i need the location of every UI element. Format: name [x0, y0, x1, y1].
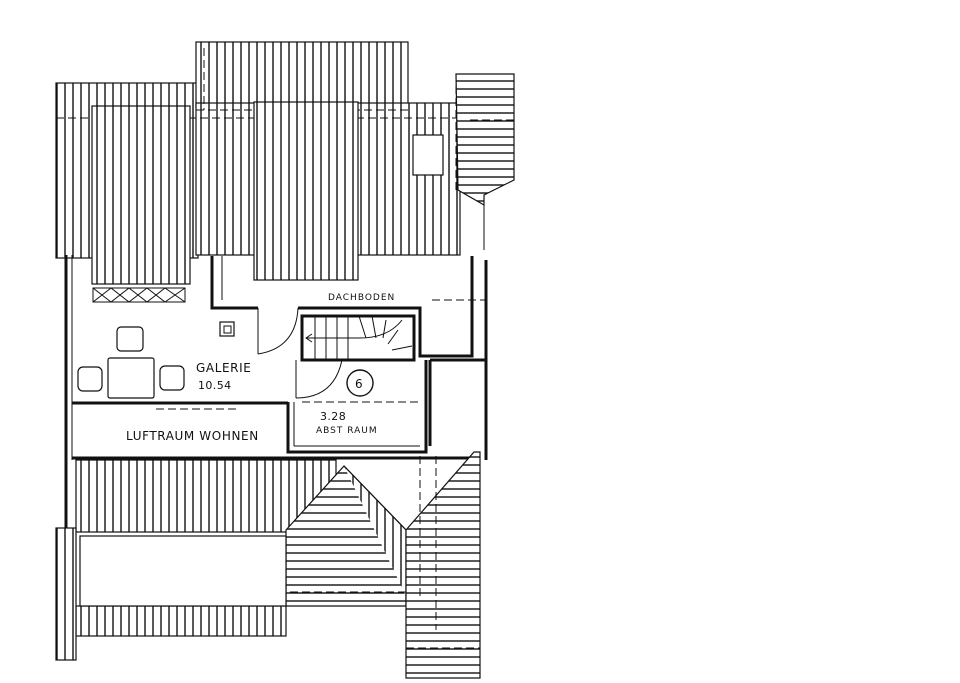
galerie-area: 10.54 — [198, 379, 232, 392]
stair-marker-number: 6 — [355, 377, 363, 391]
radiator-icon — [219, 321, 235, 337]
abstellraum-label: ABST RAUM — [316, 426, 378, 436]
interior-walls — [64, 255, 488, 660]
dining-set — [77, 326, 185, 399]
dormer-center — [253, 101, 359, 281]
roof-lower — [55, 451, 481, 679]
dachboden-label: DACHBODEN — [328, 293, 395, 303]
galerie-label: GALERIE — [196, 361, 251, 375]
roof-upper-right — [455, 73, 515, 250]
stair-marker: 6 — [346, 369, 374, 397]
chimney — [412, 134, 444, 176]
dormer-left — [91, 105, 191, 285]
luftraum-label: LUFTRAUM WOHNEN — [126, 429, 259, 443]
abstellraum-area: 3.28 — [320, 410, 346, 423]
door-swings — [257, 307, 343, 399]
window-crosshatch — [92, 287, 186, 303]
